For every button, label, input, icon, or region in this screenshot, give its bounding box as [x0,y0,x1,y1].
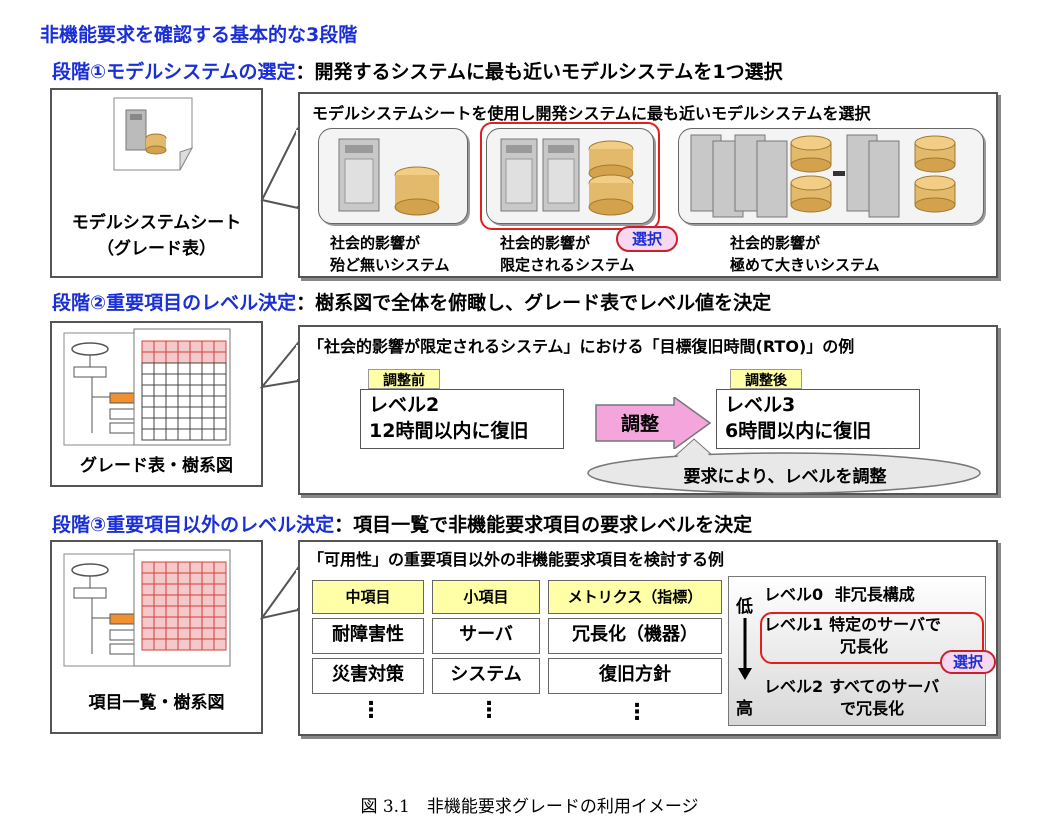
level2-desc2: で冗長化 [840,699,905,718]
request-bubble [587,438,981,494]
step3-heading: 段階③重要項目以外のレベル決定：項目一覧で非機能要求項目の要求レベルを決定 [52,510,752,537]
step1-left-label-1: モデルシステムシート [71,213,242,233]
high-label: 高 [736,699,753,719]
model-large [678,128,984,224]
level2-row: レベル2 すべてのサーバ で冗長化 [764,676,939,720]
tree-list-icon [63,549,231,667]
model-medium-line1: 社会的影響が [500,234,591,252]
level-list [728,576,986,726]
step2-panel: 「社会的影響が限定されるシステム」における「目標復旧時間(RTO)」の例 調整前… [298,325,998,495]
level0-desc: 非冗長構成 [834,585,915,604]
level1-desc2: 冗長化 [840,637,889,656]
step2-heading-desc: ：樹系図で全体を俯瞰し、グレード表でレベル値を決定 [296,292,772,314]
select-badge-level: 選択 [940,650,996,674]
level0-row: レベル0 非冗長構成 [764,584,915,606]
model-medium-line2: 限定されるシステム [500,256,635,274]
step1-left-box: モデルシステムシート （グレード表） [50,88,263,278]
step2-left-box: グレード表・樹系図 [50,321,263,487]
header-small-item: 小項目 [432,580,540,614]
model-large-line1: 社会的影響が [730,234,821,252]
dots-small: ⋮ [478,698,500,723]
step2-heading-name: 段階②重要項目のレベル決定 [52,292,297,314]
level1-desc1: 特定のサーバで [829,615,941,634]
server-icon [338,138,440,216]
step1-heading-desc: ：開発するシステムに最も近いモデルシステムを1つ選択 [295,61,783,83]
header-middle-item: 中項目 [312,580,424,614]
after-box: レベル3 6時間以内に復旧 [716,389,920,449]
server-cluster-icon [690,134,956,218]
before-box: レベル2 12時間以内に復旧 [360,389,564,449]
step1-heading-name: 段階①モデルシステムの選定 [52,61,296,83]
step3-left-box: 項目一覧・樹系図 [50,540,263,734]
dots-metrics: ⋮ [626,700,648,725]
model-large-line2: 極めて大きいシステム [730,256,880,274]
document-icon [113,97,194,171]
step1-heading: 段階①モデルシステムの選定：開発するシステムに最も近いモデルシステムを1つ選択 [52,57,783,84]
model-small-line2: 殆ど無いシステム [330,256,450,274]
adjust-arrow [595,397,712,449]
row2-metrics: 復旧方針 [548,658,722,694]
model-large-caption: 社会的影響が 極めて大きいシステム [730,232,880,276]
level1-name: レベル1 [764,615,824,634]
page-title: 非機能要求を確認する基本的な3段階 [40,24,358,46]
adjust-label: 調整 [620,413,659,435]
server-icon [500,138,634,216]
down-arrow-icon [738,618,752,680]
model-selected-highlight [480,122,660,230]
model-small-line1: 社会的影響が [330,234,421,252]
after-level: レベル3 [725,394,796,416]
row2-small: システム [432,658,540,694]
dots-middle: ⋮ [360,698,382,723]
model-medium [486,128,654,224]
step2-heading: 段階②重要項目のレベル決定：樹系図で全体を俯瞰し、グレード表でレベル値を決定 [52,288,771,315]
model-small [318,128,468,224]
step1-panel: モデルシステムシートを使用し開発システムに最も近いモデルシステムを選択 社会的影… [298,92,998,278]
tree-grade-icon [63,328,231,446]
level1-selected-highlight [760,612,984,664]
row1-small: サーバ [432,618,540,654]
figure-caption: 図 3.1 非機能要求グレードの利用イメージ [360,797,699,817]
model-medium-caption: 社会的影響が 限定されるシステム [500,232,635,276]
after-desc: 6時間以内に復旧 [725,420,872,442]
level2-name: レベル2 [764,677,824,696]
header-metrics: メトリクス（指標） [548,580,722,614]
step2-panel-title: 「社会的影響が限定されるシステム」における「目標復旧時間(RTO)」の例 [308,337,855,356]
step3-panel: 「可用性」の重要項目以外の非機能要求項目を検討する例 中項目 小項目 メトリクス… [298,540,998,736]
step1-panel-title: モデルシステムシートを使用し開発システムに最も近いモデルシステムを選択 [312,104,871,123]
row1-metrics: 冗長化（機器） [548,618,722,654]
after-label: 調整後 [730,369,802,389]
request-bubble-text: 要求により、レベルを調整 [683,467,887,487]
step3-heading-desc: ：項目一覧で非機能要求項目の要求レベルを決定 [334,514,753,536]
select-badge: 選択 [616,226,678,252]
model-small-caption: 社会的影響が 殆ど無いシステム [330,232,450,276]
step2-left-label: グレード表・樹系図 [80,456,233,476]
step3-panel-title: 「可用性」の重要項目以外の非機能要求項目を検討する例 [308,550,725,569]
step3-left-label: 項目一覧・樹系図 [88,693,225,713]
level2-desc1: すべてのサーバ [829,677,940,696]
level0-name: レベル0 [764,585,824,604]
step1-left-label-2: （グレード表） [97,239,216,259]
low-label: 低 [736,597,753,617]
before-desc: 12時間以内に復旧 [369,420,529,442]
row1-middle: 耐障害性 [312,618,424,654]
before-label: 調整前 [368,369,440,389]
before-level: レベル2 [369,394,440,416]
level1-row: レベル1 特定のサーバで 冗長化 [764,614,941,658]
row2-middle: 災害対策 [312,658,424,694]
step3-heading-name: 段階③重要項目以外のレベル決定 [52,514,335,536]
